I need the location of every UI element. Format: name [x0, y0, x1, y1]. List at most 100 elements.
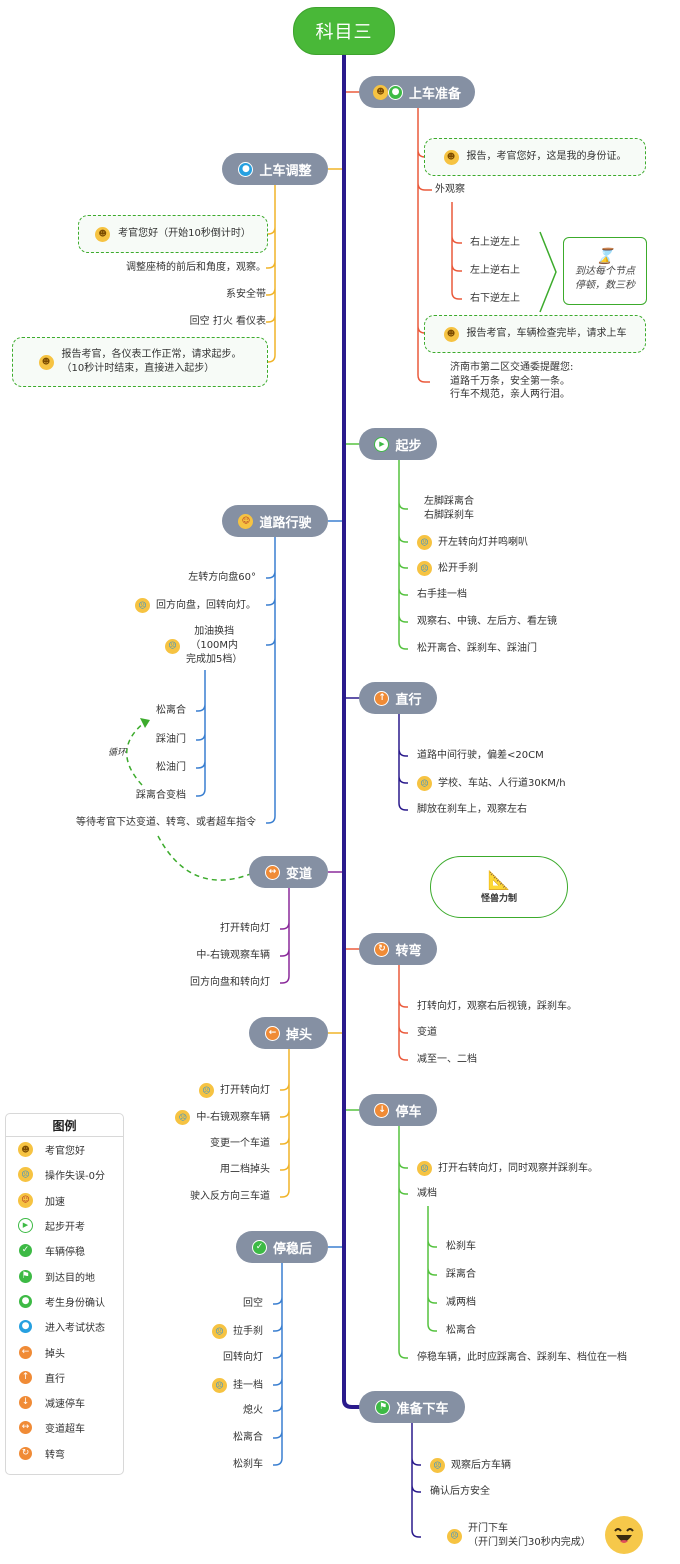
leaf-text: 加油换挡 （100M内 完成加5档） [186, 626, 243, 665]
topic-label: 上车准备 [409, 86, 462, 102]
leaf-item[interactable]: 调整座椅的前后和角度，观察。 [126, 261, 266, 275]
leaf-item[interactable]: ☹中-右镜观察车辆 [175, 1110, 270, 1125]
smile-face-icon: ☻ [95, 226, 111, 242]
legend-label: 车辆停稳 [45, 1247, 85, 1259]
person-green-icon: ● [18, 1293, 33, 1309]
leaf-text: 左脚踩离合 右脚踩刹车 [424, 496, 474, 521]
leaf-item[interactable]: 减至一、二档 [417, 1053, 477, 1067]
leaf-item[interactable]: 回方向盘和转向灯 [190, 976, 270, 990]
leaf-item[interactable]: 确认后方安全 [430, 1485, 490, 1499]
wow-face-icon: ☺ [238, 513, 254, 529]
smile-face-icon: ☻ [18, 1142, 33, 1158]
leaf-item[interactable]: ☹松开手刹 [417, 561, 478, 576]
leaf-item[interactable]: 变更一个车道 [210, 1137, 270, 1151]
legend-item: ←掉头 [6, 1339, 123, 1364]
leaf-item[interactable]: 右下逆左上 [470, 292, 520, 306]
leaf-downshift[interactable]: 减档 [417, 1187, 437, 1201]
topic-boarding-prep[interactable]: ☻ ● 上车准备 [359, 76, 475, 108]
leaf-item[interactable]: 回转向灯 [223, 1351, 263, 1365]
leaf-item[interactable]: ☹开左转向灯并鸣喇叭 [417, 535, 528, 550]
leaf-item[interactable]: 观察右、中镜、左后方、看左镜 [417, 615, 557, 629]
leaf-item[interactable]: 熄火 [243, 1404, 263, 1418]
leaf-item[interactable]: ☹挂一档 [212, 1378, 263, 1393]
topic-cabin-adjust[interactable]: ● 上车调整 [222, 153, 328, 185]
note-id-report[interactable]: ☻ 报告，考官您好，这是我的身份证。 [424, 138, 646, 176]
leaf-item[interactable]: 左上逆右上 [470, 264, 520, 278]
cry-face-icon: ☹ [447, 1528, 462, 1544]
leaf-item[interactable]: 松开离合、踩刹车、踩油门 [417, 642, 537, 656]
leaf-item[interactable]: 回空 [243, 1297, 263, 1311]
topic-stop[interactable]: ↓ 停车 [359, 1094, 437, 1126]
leaf-item[interactable]: 踩离合变档 [136, 789, 186, 803]
leaf-text: 左转方向盘60° [188, 572, 256, 583]
leaf-item[interactable]: 松油门 [156, 761, 186, 775]
topic-lane-change[interactable]: ↔ 变道 [249, 856, 328, 888]
leaf-item[interactable]: 松刹车 [233, 1458, 263, 1472]
leaf-item[interactable]: 等待考官下达变道、转弯、或者超车指令 [76, 816, 256, 830]
note-greeting-countdown[interactable]: ☻ 考官您好（开始10秒倒计时） [78, 215, 268, 253]
arrows-both-icon: ↔ [264, 864, 280, 880]
topic-label: 直行 [395, 692, 422, 708]
leaf-text: 驶入反方向三车道 [190, 1191, 270, 1202]
leaf-item[interactable]: 松刹车 [446, 1240, 476, 1254]
legend-item: ↑直行 [6, 1365, 123, 1390]
leaf-item[interactable]: ☹拉手刹 [212, 1324, 263, 1339]
leaf-item[interactable]: 用二档掉头 [220, 1163, 270, 1177]
legend-label: 变道超车 [45, 1424, 85, 1436]
topic-after-stop[interactable]: ✓ 停稳后 [236, 1231, 328, 1263]
callout-pause-box[interactable]: ⌛ 到达每个节点 停顿，数三秒 [563, 237, 647, 305]
leaf-item[interactable]: 左脚踩离合 右脚踩刹车 [424, 495, 474, 523]
topic-road-driving[interactable]: ☺ 道路行驶 [222, 505, 328, 537]
topic-exit[interactable]: ⚑ 准备下车 [359, 1391, 465, 1423]
topic-straight[interactable]: ↑ 直行 [359, 682, 437, 714]
branch-start [398, 460, 408, 650]
cry-face-icon: ☹ [199, 1083, 214, 1098]
leaf-item[interactable]: 松离合 [446, 1324, 476, 1338]
leaf-text: 松离合 [233, 1432, 263, 1443]
leaf-item[interactable]: ☹学校、车站、人行道30KM/h [417, 776, 566, 791]
note-report-start[interactable]: ☻ 报告考官，各仪表工作正常，请求起步。 （10秒计时结束，直接进入起步） [12, 337, 268, 387]
topic-u-turn[interactable]: ← 掉头 [249, 1017, 328, 1049]
leaf-item[interactable]: 驶入反方向三车道 [190, 1190, 270, 1204]
leaf-item[interactable]: 右上逆左上 [470, 236, 520, 250]
leaf-text: 学校、车站、人行道30KM/h [438, 777, 566, 789]
leaf-item[interactable]: 减两档 [446, 1296, 476, 1310]
topic-start[interactable]: ▶ 起步 [359, 428, 437, 460]
branch-exterior-check [451, 202, 462, 300]
leaf-item[interactable]: 变道 [417, 1026, 437, 1040]
note-boarding-request[interactable]: ☻ 报告考官，车辆检查完毕，请求上车 [424, 315, 646, 353]
leaf-item[interactable]: 打开转向灯 [220, 922, 270, 936]
leaf-item[interactable]: 打转向灯，观察右后视镜，踩刹车。 [417, 1000, 577, 1014]
leaf-item[interactable]: 右手挂一档 [417, 588, 467, 602]
leaf-item[interactable]: ☹回方向盘，回转向灯。 [135, 598, 256, 613]
branch-gear-shift [196, 670, 206, 797]
leaf-item[interactable]: 系安全带 [226, 288, 266, 302]
leaf-item[interactable]: ☹观察后方车辆 [430, 1458, 511, 1473]
leaf-item[interactable]: 停稳车辆，此时应踩离合、踩刹车、档位在一档 [417, 1351, 627, 1365]
legend-label: 到达目的地 [45, 1272, 95, 1284]
leaf-item[interactable]: ☹开门下车 （开门到关门30秒内完成） [447, 1522, 591, 1550]
leaf-item[interactable]: ☹打开右转向灯，同时观察并踩刹车。 [417, 1161, 598, 1176]
leaf-item[interactable]: 踩油门 [156, 733, 186, 747]
legend-item: ↔变道超车 [6, 1415, 123, 1440]
leaf-gear-shift[interactable]: ☹加油换挡 （100M内 完成加5档） [165, 625, 242, 667]
leaf-text: 观察右、中镜、左后方、看左镜 [417, 616, 557, 627]
leaf-item[interactable]: 脚放在刹车上，观察左右 [417, 803, 527, 817]
leaf-item[interactable]: 左转方向盘60° [188, 571, 256, 585]
topic-label: 掉头 [285, 1027, 312, 1043]
leaf-item[interactable]: ☹打开转向灯 [199, 1083, 270, 1098]
leaf-item[interactable]: 回空 打火 看仪表 [190, 315, 266, 329]
root-topic[interactable]: 科目三 [293, 7, 395, 55]
leaf-item[interactable]: 道路中间行驶，偏差<20CM [417, 749, 544, 763]
leaf-item[interactable]: 踩离合 [446, 1268, 476, 1282]
leaf-item[interactable]: 松离合 [233, 1431, 263, 1445]
legend-label: 考官您好 [45, 1146, 85, 1158]
topic-turn[interactable]: ↻ 转弯 [359, 933, 437, 965]
cry-face-icon: ☹ [212, 1324, 227, 1339]
leaf-text: 减至一、二档 [417, 1054, 477, 1065]
leaf-item[interactable]: 松离合 [156, 704, 186, 718]
leaf-item[interactable]: 中-右镜观察车辆 [196, 949, 270, 963]
topic-label: 停车 [395, 1104, 422, 1120]
leaf-exterior-check[interactable]: 外观察 [435, 183, 465, 197]
leaf-safety-slogan[interactable]: 济南市第二区交通委提醒您: 道路千万条，安全第一条。 行车不规范，亲人两行泪。 [450, 361, 573, 402]
